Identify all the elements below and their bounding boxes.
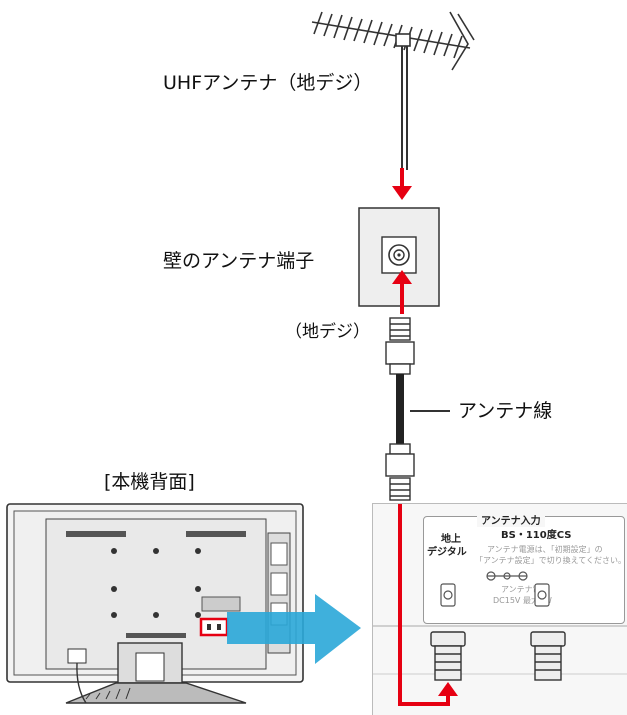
arrow-up-icon <box>392 270 412 314</box>
cable-leader-line <box>410 410 450 412</box>
panel-frame <box>423 516 625 624</box>
wall-antenna-outlet <box>358 207 440 307</box>
zoom-arrow-icon <box>227 594 361 664</box>
tv-back-label: [本機背面] <box>104 471 195 493</box>
antenna-input-highlight <box>199 617 229 637</box>
note-line2: 「アンテナ設定」で切り換えてください。 <box>475 556 627 565</box>
terrestrial-line2: デジタル <box>427 547 467 558</box>
terrestrial-line1: 地上 <box>441 534 461 545</box>
cable-label: アンテナ線 <box>458 400 553 422</box>
antenna-cable <box>385 317 415 501</box>
power-line2: DC15V 最大4W <box>493 596 552 605</box>
antenna-input-panel: アンテナ入力 地上 デジタル BS・110度CS アンテナ電源は、「初期設定」の… <box>372 503 627 715</box>
arrow-down-icon <box>392 168 412 200</box>
bs-cs-label: BS・110度CS <box>501 530 572 541</box>
antenna-label: UHFアンテナ（地デジ） <box>163 72 373 94</box>
panel-header: アンテナ入力 <box>477 512 545 527</box>
terrestrial-label: （地デジ） <box>285 322 370 342</box>
note-line1: アンテナ電源は、「初期設定」の <box>487 545 603 554</box>
uhf-antenna-icon <box>311 11 475 170</box>
power-line1: アンテナ電源 <box>501 585 549 594</box>
wall-outlet-label: 壁のアンテナ端子 <box>163 250 315 272</box>
